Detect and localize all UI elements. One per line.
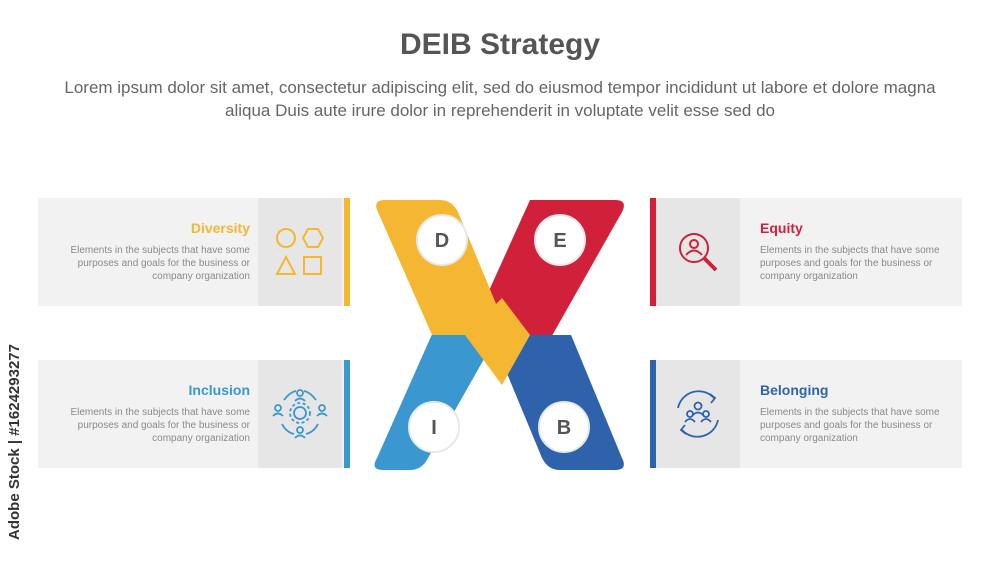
icon-box-inclusion <box>258 360 342 468</box>
band-diversity <box>376 200 509 335</box>
letter-circle-b <box>538 401 590 453</box>
card-title-inclusion: Inclusion <box>188 382 250 398</box>
card-title-diversity: Diversity <box>190 220 250 236</box>
letter-circle-d <box>416 214 468 266</box>
letter-b: B <box>557 417 571 439</box>
deib-x-diagram: D E I B <box>374 200 624 470</box>
team-gear-icon <box>272 389 328 439</box>
card-desc-equity: Elements in the subjects that have some … <box>760 245 940 282</box>
card-diversity: Diversity Elements in the subjects that … <box>38 198 350 306</box>
page-title: DEIB Strategy <box>399 28 601 61</box>
icon-box-equity <box>656 198 740 306</box>
accent-bar-inclusion <box>344 360 350 468</box>
card-title-belonging: Belonging <box>760 382 829 398</box>
letter-circle-e <box>534 214 586 266</box>
icon-box-diversity <box>258 198 342 306</box>
user-search-icon <box>679 233 718 272</box>
card-desc-inclusion: Elements in the subjects that have some … <box>70 407 250 444</box>
card-desc-belonging: Elements in the subjects that have some … <box>760 407 940 444</box>
icon-box-belonging <box>656 360 740 468</box>
card-desc-diversity: Elements in the subjects that have some … <box>70 245 250 282</box>
group-cycle-icon <box>677 390 719 438</box>
card-equity: Equity Elements in the subjects that hav… <box>650 198 962 306</box>
page-subtitle: Lorem ipsum dolor sit amet, consectetur … <box>64 78 936 120</box>
letter-e: E <box>553 230 566 252</box>
accent-bar-diversity <box>344 198 350 306</box>
shapes-icon <box>275 228 325 275</box>
letter-circle-i <box>408 401 460 453</box>
letter-d: D <box>435 230 449 252</box>
card-title-equity: Equity <box>760 220 803 236</box>
accent-bar-equity <box>650 198 656 306</box>
card-belonging: Belonging Elements in the subjects that … <box>650 360 962 468</box>
card-inclusion: Inclusion Elements in the subjects that … <box>38 360 350 468</box>
accent-bar-belonging <box>650 360 656 468</box>
letter-i: I <box>431 417 437 439</box>
watermark-side-text: Adobe Stock | #1624293277 <box>6 344 23 540</box>
